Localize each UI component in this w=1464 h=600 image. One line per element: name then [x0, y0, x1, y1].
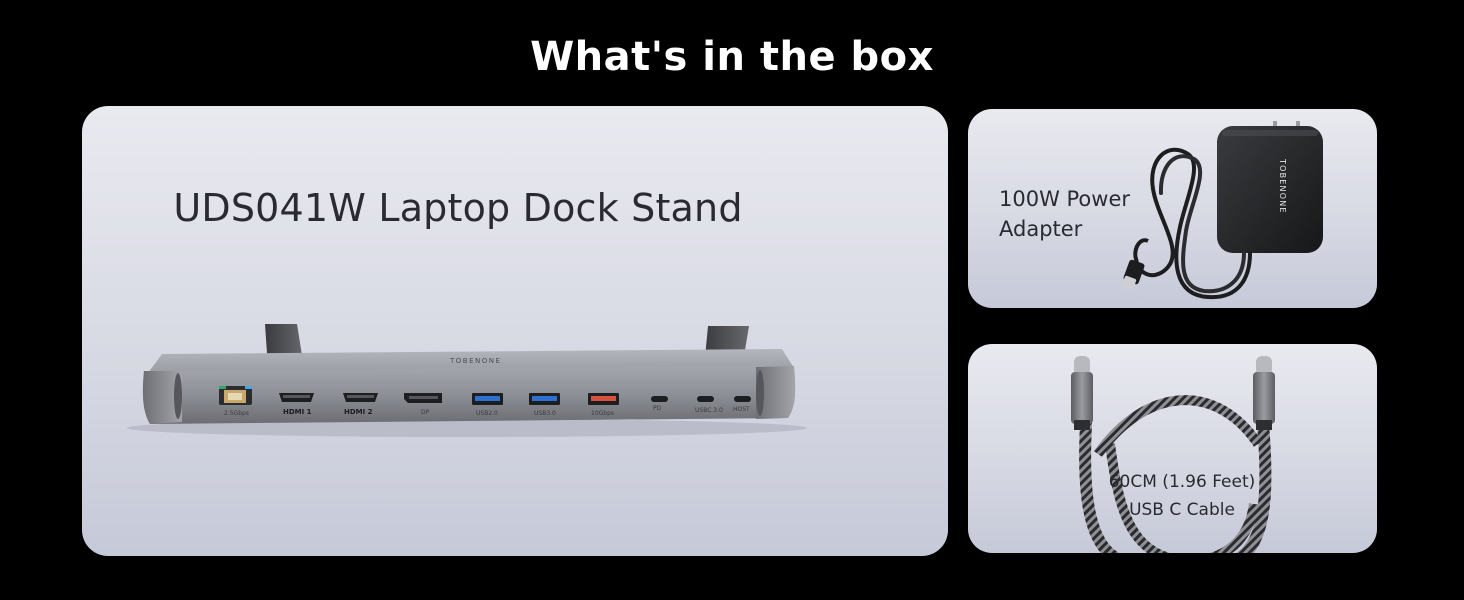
cable-product-title: 60CM (1.96 Feet) USB C Cable	[1102, 468, 1262, 524]
usb-10gbps-port	[588, 393, 619, 405]
cable-right-plug-housing	[1253, 372, 1275, 424]
port-label-hdmi-1: HDMI 1	[283, 408, 312, 416]
cable-left-usbc-tip	[1074, 356, 1090, 376]
port-label-ethernet: 2.5Gbps	[224, 410, 249, 417]
dock-right-endcap-rim	[756, 370, 764, 416]
dock-top-surface	[148, 349, 794, 373]
dock-shadow	[127, 419, 807, 437]
cable-left-plug-housing	[1071, 372, 1093, 424]
usbc-3-0-port	[697, 396, 714, 402]
dock-brand-mark: TOBENONE	[449, 357, 501, 365]
hdmi-1-port	[279, 393, 314, 402]
cable-product-card: 60CM (1.96 Feet) USB C Cable	[968, 344, 1377, 553]
adapter-title-line1: 100W Power	[999, 187, 1131, 211]
usb-2-0-port	[472, 393, 503, 405]
port-label-dp: DP	[421, 409, 430, 416]
cable-braided-inner	[1105, 443, 1259, 553]
usbc-host-port	[734, 396, 751, 402]
hdmi-2-port	[343, 393, 378, 402]
usbc-pd-port	[651, 396, 668, 402]
dock-stand-illustration: TOBENONE 2.5Gbps HDMI 1 HDMI 2 DP	[127, 324, 807, 437]
dock-left-endcap-rim	[174, 373, 182, 419]
dock-product-title: UDS041W Laptop Dock Stand	[173, 186, 743, 230]
adapter-title-line2: Adapter	[999, 217, 1083, 241]
adapter-product-title: 100W Power Adapter	[999, 184, 1159, 244]
cable-braided-loop	[1079, 418, 1272, 553]
port-label-pd: PD	[653, 405, 662, 412]
dock-front-body	[142, 366, 796, 424]
port-label-usbc30: USBC 3.0	[695, 407, 723, 414]
cable-title-line1: 60CM (1.96 Feet)	[1108, 472, 1256, 492]
usb-c-cable-illustration	[1071, 356, 1275, 553]
cable-braided-crossing	[1093, 395, 1263, 457]
dock-right-endcap	[756, 366, 796, 419]
adapter-product-card: 100W Power Adapter TOBENONE	[968, 109, 1377, 308]
ethernet-port	[219, 386, 252, 405]
port-label-usb30: USB3.0	[534, 410, 556, 417]
cable-title-line2: USB C Cable	[1129, 500, 1235, 520]
dock-product-card: UDS041W Laptop Dock Stand	[82, 106, 948, 556]
cable-right-usbc-tip	[1256, 356, 1272, 376]
port-label-host: HOST	[733, 406, 750, 413]
page-title: What's in the box	[530, 34, 934, 80]
usb-3-0-port	[529, 393, 560, 405]
port-label-usb20: USB2.0	[476, 410, 498, 417]
adapter-brick	[1217, 126, 1323, 253]
port-label-hdmi-2: HDMI 2	[344, 408, 373, 416]
adapter-brand-mark: TOBENONE	[1278, 158, 1287, 214]
displayport-port	[404, 393, 442, 403]
adapter-cable	[1134, 147, 1252, 300]
port-label-10gbps: 10Gbps	[591, 410, 614, 417]
dock-left-endcap	[142, 371, 182, 424]
power-adapter-illustration: TOBENONE	[1121, 121, 1323, 300]
